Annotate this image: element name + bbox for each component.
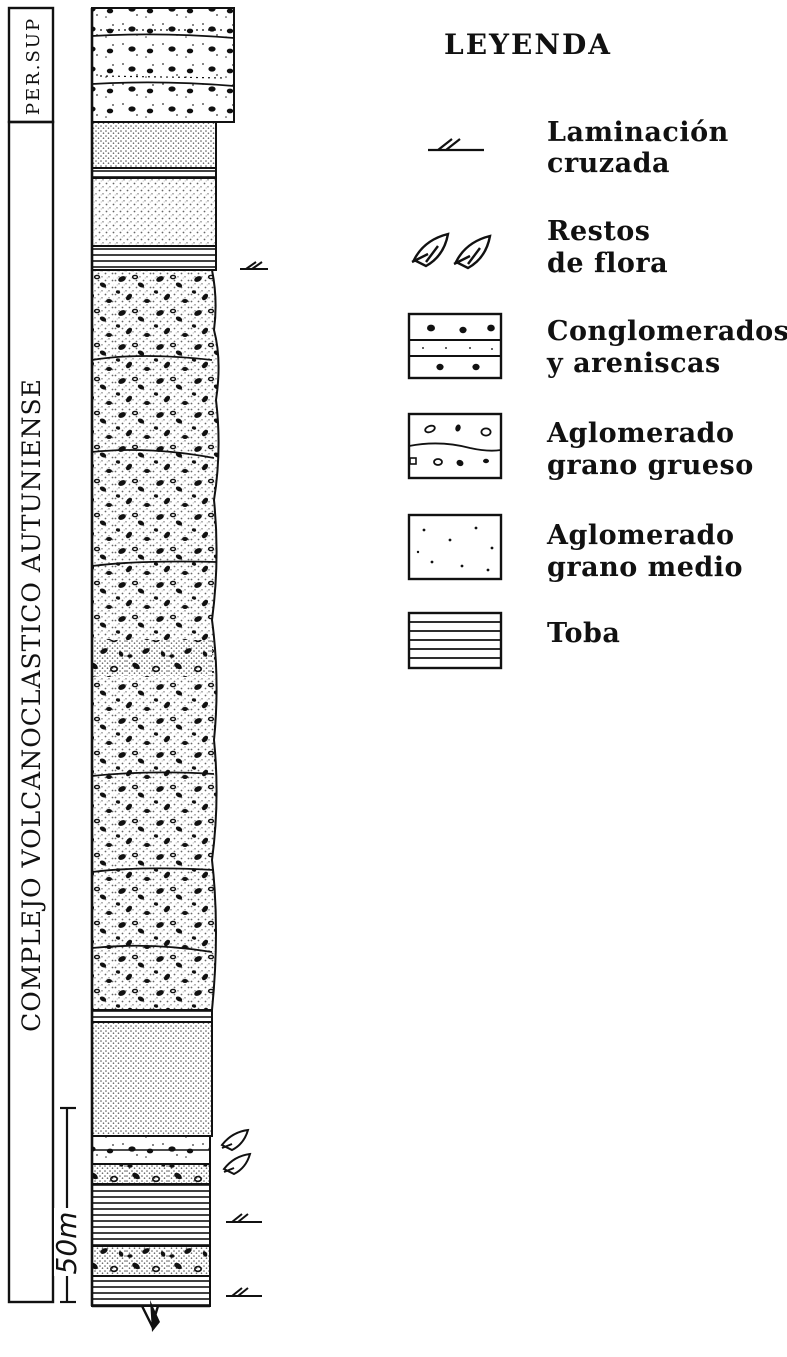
legend-label-conglomerates: Conglomerados: [547, 316, 787, 347]
stratigraphic-column: [90, 7, 235, 1332]
conglomerate-sandstone-swatch: [407, 312, 503, 380]
bed-medium-agglomerate-3: [91, 1021, 213, 1137]
cross-lamination-icon: [428, 138, 484, 152]
bed-conglomerate-thin-2: [91, 1163, 211, 1185]
lower-formation-box: [7, 120, 55, 1304]
cross-lamination-marker: [240, 261, 268, 270]
legend-label-cross-lamination: Laminación: [547, 117, 729, 148]
legend-label-coarse-agglomerate-2: grano grueso: [547, 450, 754, 481]
bed-tuff-3: [91, 1009, 213, 1023]
cross-lamination-marker: [226, 1287, 262, 1297]
scale-bar: 50m: [50, 1106, 83, 1304]
medium-agglomerate-swatch: [407, 513, 503, 581]
flora-remains-icon: [411, 232, 492, 270]
cross-lamination-marker: [226, 1213, 262, 1223]
coarse-agglomerate-swatch: [407, 412, 503, 480]
bed-tuff-2: [91, 245, 217, 271]
legend-label-medium-agglomerate: Aglomerado: [546, 520, 734, 551]
legend-title: LEYENDA: [444, 28, 612, 61]
flora-marker: [220, 1128, 250, 1152]
bed-tuff-4: [91, 1183, 211, 1247]
legend-label-medium-agglomerate-2: grano medio: [547, 552, 743, 583]
bed-tuff-5: [91, 1275, 211, 1307]
legend-label-coarse-agglomerate: Aglomerado: [546, 418, 734, 449]
legend-label-flora: Restos: [547, 216, 651, 247]
upper-formation-label: PER.SUP: [23, 17, 44, 115]
scale-bar-label: 50m: [50, 1212, 83, 1275]
flora-marker: [222, 1152, 252, 1176]
bed-tuff-1: [91, 167, 217, 179]
legend-label-conglomerates-2: y areniscas: [546, 348, 721, 379]
tuff-swatch: [407, 611, 503, 670]
legend-label-cross-lamination-2: cruzada: [547, 148, 670, 179]
legend-label-flora-2: de flora: [547, 248, 668, 279]
bed-medium-agglomerate-4: [91, 1245, 211, 1277]
legend-label-tuff: Toba: [547, 618, 620, 649]
bed-medium-agglomerate-2: [91, 177, 217, 247]
bed-conglomerate-top: [91, 7, 235, 123]
bed-medium-agglomerate-1: [91, 121, 217, 169]
lower-formation-label: COMPLEJO VOLCANOCLASTICO AUTUNIENSE: [17, 378, 46, 1032]
